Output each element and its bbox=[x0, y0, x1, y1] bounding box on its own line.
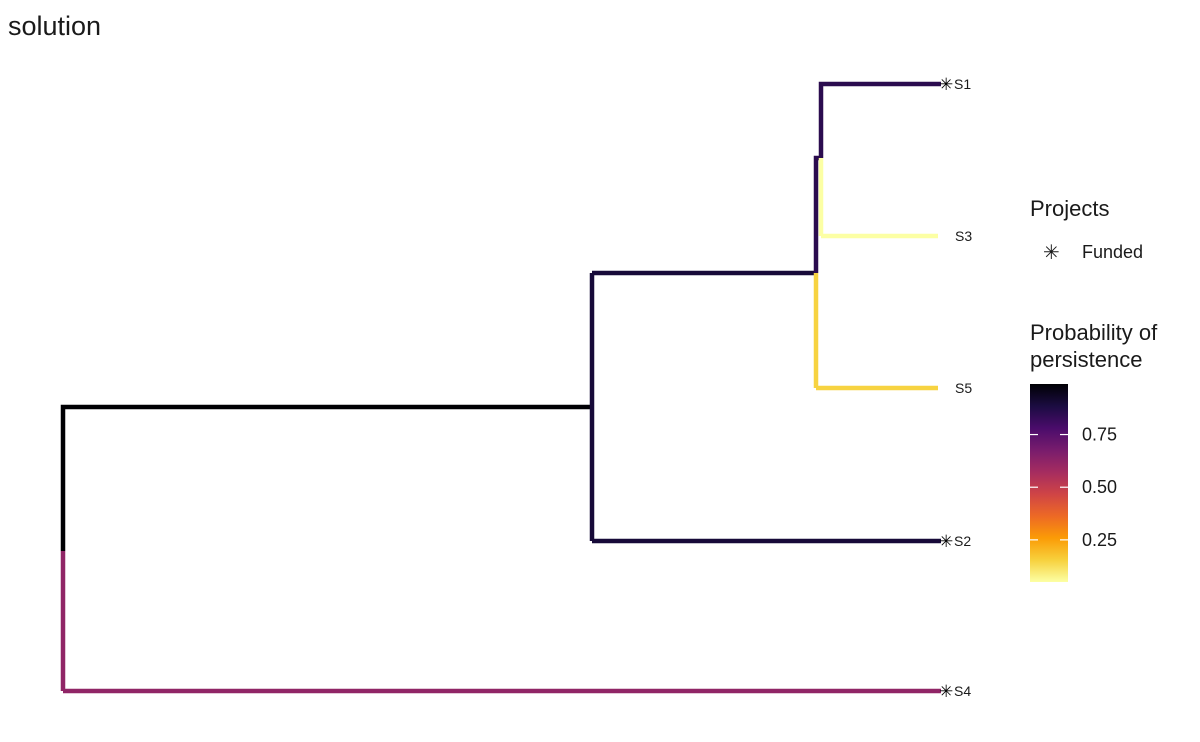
tip-label-s5: S5 bbox=[955, 380, 972, 396]
colorbar bbox=[1030, 384, 1068, 582]
funded-legend-label: Funded bbox=[1082, 242, 1143, 262]
colorbar-title-line-2: persistence bbox=[1030, 347, 1143, 372]
persistence-legend: Probability of persistence 0.75 0.50 0.25 bbox=[1030, 320, 1158, 582]
branch-root-upper bbox=[60, 404, 592, 551]
tip-label-s2: S2 bbox=[954, 533, 971, 549]
tree-branches bbox=[60, 81, 941, 694]
colorbar-tick-label: 0.50 bbox=[1082, 477, 1117, 497]
chart-title: solution bbox=[8, 11, 101, 41]
colorbar-ticks: 0.75 0.50 0.25 bbox=[1030, 425, 1117, 550]
colorbar-title-line-1: Probability of bbox=[1030, 320, 1158, 345]
tip-label-s1: S1 bbox=[954, 76, 971, 92]
colorbar-tick-label: 0.75 bbox=[1082, 425, 1117, 445]
funded-legend-icon: ✳ bbox=[1043, 240, 1060, 264]
branch-to-s1 bbox=[818, 81, 941, 158]
funded-icon-s4: ✳ bbox=[939, 682, 953, 702]
funded-icon-s2: ✳ bbox=[939, 532, 953, 552]
funded-icon-s1: ✳ bbox=[939, 75, 953, 95]
tip-label-s4: S4 bbox=[954, 683, 971, 699]
tip-label-s3: S3 bbox=[955, 228, 972, 244]
projects-legend: Projects ✳ Funded bbox=[1030, 196, 1143, 264]
colorbar-tick-label: 0.25 bbox=[1082, 530, 1117, 550]
projects-legend-title: Projects bbox=[1030, 196, 1109, 221]
